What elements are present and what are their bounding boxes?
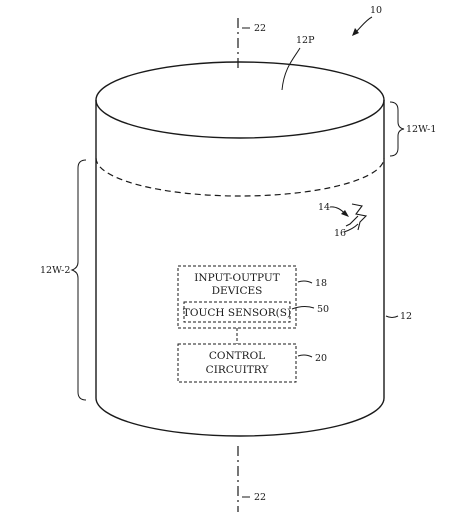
io-devices-line1: INPUT-OUTPUT [194, 272, 279, 284]
figure-number-arrow [354, 16, 373, 34]
component-label-16: 16 [334, 228, 346, 239]
control-circuitry-line2: CIRCUITRY [206, 364, 270, 376]
component-part [345, 203, 368, 231]
lower-wall-bracket [70, 159, 87, 401]
figure-number: 10 [370, 5, 382, 16]
axis-bottom-label: 22 [254, 492, 266, 503]
axis-top-label: 22 [254, 23, 266, 34]
body-leader [385, 315, 399, 318]
control-circuitry-ref: 20 [315, 353, 327, 364]
touch-sensor-leader [291, 306, 315, 310]
upper-wall-bracket [389, 101, 405, 157]
component-arrowhead-14 [341, 210, 349, 217]
io-devices-leader [297, 280, 313, 284]
io-devices-ref: 18 [315, 278, 327, 289]
wall-boundary-dashed [95, 157, 385, 197]
control-circuitry-box [177, 343, 297, 383]
upper-wall-label: 12W-1 [406, 124, 436, 135]
figure-number-arrowhead [352, 28, 359, 36]
component-leader-16 [343, 223, 359, 233]
touch-sensor-box [183, 301, 291, 323]
control-circuitry-leader [297, 354, 313, 358]
io-devices-line2: DEVICES [212, 285, 263, 297]
body-label: 12 [400, 311, 412, 322]
cylinder-body [95, 100, 385, 437]
touch-sensor-ref: 50 [317, 304, 329, 315]
control-circuitry-line1: CONTROL [209, 350, 265, 362]
top-surface-leader [281, 47, 301, 91]
cylinder-top-surface [95, 61, 385, 139]
touch-sensor-label: TOUCH SENSOR(S) [183, 307, 291, 319]
top-surface-label: 12P [296, 35, 315, 46]
lower-wall-label: 12W-2 [40, 265, 70, 276]
component-label-14: 14 [318, 202, 330, 213]
